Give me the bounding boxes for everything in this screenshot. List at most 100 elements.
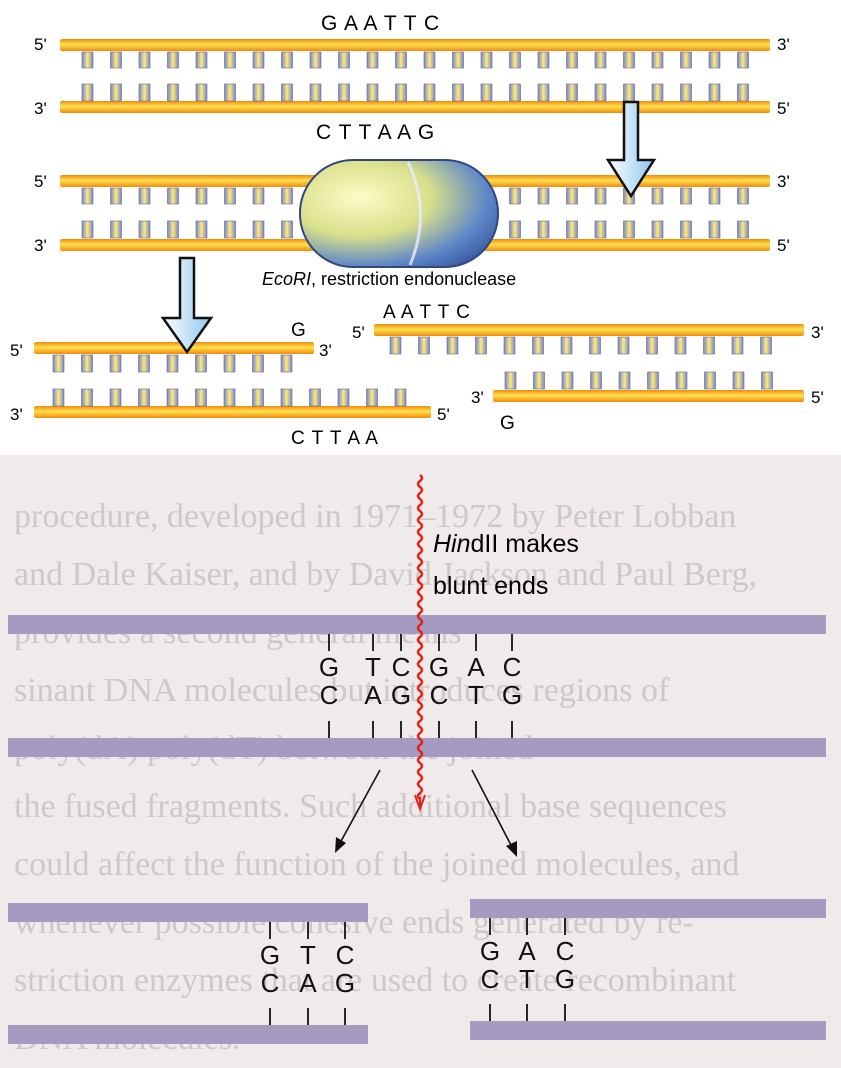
strand1-top-sequence: G A A T T C [321,12,440,35]
fragment-left-top-base [280,354,293,373]
strand1-top-base [423,51,436,69]
fragment-left-bottom-base [366,388,378,407]
fragment-right-top-base [589,336,601,355]
fragment-right-top-base [503,336,516,355]
background-text-line: the fused fragments. Such additional bas… [14,788,727,825]
strand2-left-top-end: 5' [34,172,47,191]
right-product-bottom-base: G [555,964,575,994]
intact-bottom-base: T [468,680,484,710]
fragment-right-top-base [532,336,544,355]
strand1-top-base [138,51,151,69]
fragment-right-bottom-base [504,371,517,390]
strand1-bottom-sequence: C T T A A G [316,121,435,144]
strand1-top-base [537,51,550,69]
strand1-top-base [81,51,94,69]
fragment-left-top-backbone [34,342,314,354]
strand1-bottom-base [281,83,293,102]
strand1-top-base [195,51,208,69]
fragment-right-right-bottom-end: 5' [811,388,824,407]
hindii-diagram: procedure, developed in 1971–1972 by Pet… [0,455,841,1068]
left-product-top-base: G [260,940,280,970]
background-page-text: procedure, developed in 1971–1972 by Pet… [14,498,757,1057]
fragment-right-left-top-end: 5' [352,323,365,342]
strand2-bottom-base [167,220,179,239]
strand2-bottom-base [651,220,664,239]
strand2-bottom-base [537,220,550,239]
fragment-left-right-bottom-end: 5' [437,405,450,424]
strand1-top-base [281,51,293,69]
strand2-left-bottom-end: 3' [34,236,47,255]
strand2-top-base [195,187,208,205]
fragment-right-bottom-base [618,371,631,390]
strand1-bottom-base [423,83,436,102]
background-text-line: and Dale Kaiser, and by David Jackson an… [14,556,757,593]
fragment-left-top-base [138,354,150,373]
strand2-bottom-base [594,220,607,239]
strand2-top-base [281,187,293,205]
fragment-left-top-base [252,354,264,373]
ecori-diagram: G A A T T C C T T A A G 5' 3' 3' 5' 5' 3… [0,0,841,455]
background-text-line: striction enzymes that are used to creat… [14,962,737,999]
strand1-bottom-base [480,83,493,102]
intact-bottom-base: C [320,680,339,710]
intact-bottom-base: G [502,680,522,710]
fragment-left-top-base [109,354,122,373]
strand1-bottom-base [566,83,578,102]
strand1-top-base [594,51,607,69]
strand2-top-base [537,187,550,205]
fragment-left-bottom-base [109,388,122,407]
fragment-right-bottom-base [561,371,574,390]
strand2-top-base [81,187,94,205]
strand1-top-base [110,51,122,69]
arrow-to-right-product [471,769,517,857]
strand2-bottom-base [224,220,236,239]
fragment-right-top-base [389,336,402,355]
right-product-top-strand [470,899,826,918]
fragment-right-bottom-base [590,371,602,390]
fragment-right-top-base [475,336,487,355]
strand1-top-base [338,51,350,69]
fragment-right-left-bottom-end: 3' [471,388,484,407]
strand1-bottom-base [651,83,664,102]
strand1-bottom-base [110,83,122,102]
strand2-bottom-base [195,220,208,239]
fragment-left-bottom-backbone [34,406,431,418]
strand1-bottom-base [737,83,749,102]
strand1-top-base [366,51,379,69]
strand2-bottom-base [509,220,521,239]
fragment-left-top-base [223,354,236,373]
fragment-left-top-base [81,354,93,373]
fragment-left-left-bottom-end: 3' [10,405,23,424]
left-product-bottom-strand [8,1025,368,1044]
strand1-top-base [566,51,578,69]
fragment-left-bottom-base [280,388,293,407]
strand1-bottom-backbone [60,101,770,113]
fragment-right-right-top-end: 3' [811,323,824,342]
fragment-right-bottom-base [647,371,659,390]
fragment-right-bottom-sequence: G [500,413,515,434]
ecori-enzyme [299,159,499,268]
strand1-bottom-base [680,83,692,102]
strand1-bottom-base [623,83,635,102]
fragment-right-bottom-base [761,371,773,390]
fragment-right-top-base [646,336,658,355]
strand2-top-base [680,187,692,205]
strand2-top-base [737,187,749,205]
background-text-line: could affect the function of the joined … [14,846,739,883]
hindii-svg: procedure, developed in 1971–1972 by Pet… [8,474,826,1057]
fragment-right-top-base [617,336,630,355]
strand1-bottom-base [167,83,179,102]
strand2-top-base [594,187,607,205]
fragment-right-top-base [674,336,687,355]
fragment-right-top-sequence: A A T T C [383,302,471,323]
left-product-top-base: T [300,940,316,970]
strand2-bottom-base [138,220,151,239]
intact-top-base: G [429,652,449,682]
right-product-bottom-strand [470,1021,826,1040]
strand1-top-base [252,51,265,69]
fragment-left-top-base [195,354,207,373]
fragment-left-top-sequence: G [291,320,306,341]
strand1-bottom-base [708,83,721,102]
fragment-left-bottom-base [81,388,93,407]
fragment-right-top-base [703,336,715,355]
